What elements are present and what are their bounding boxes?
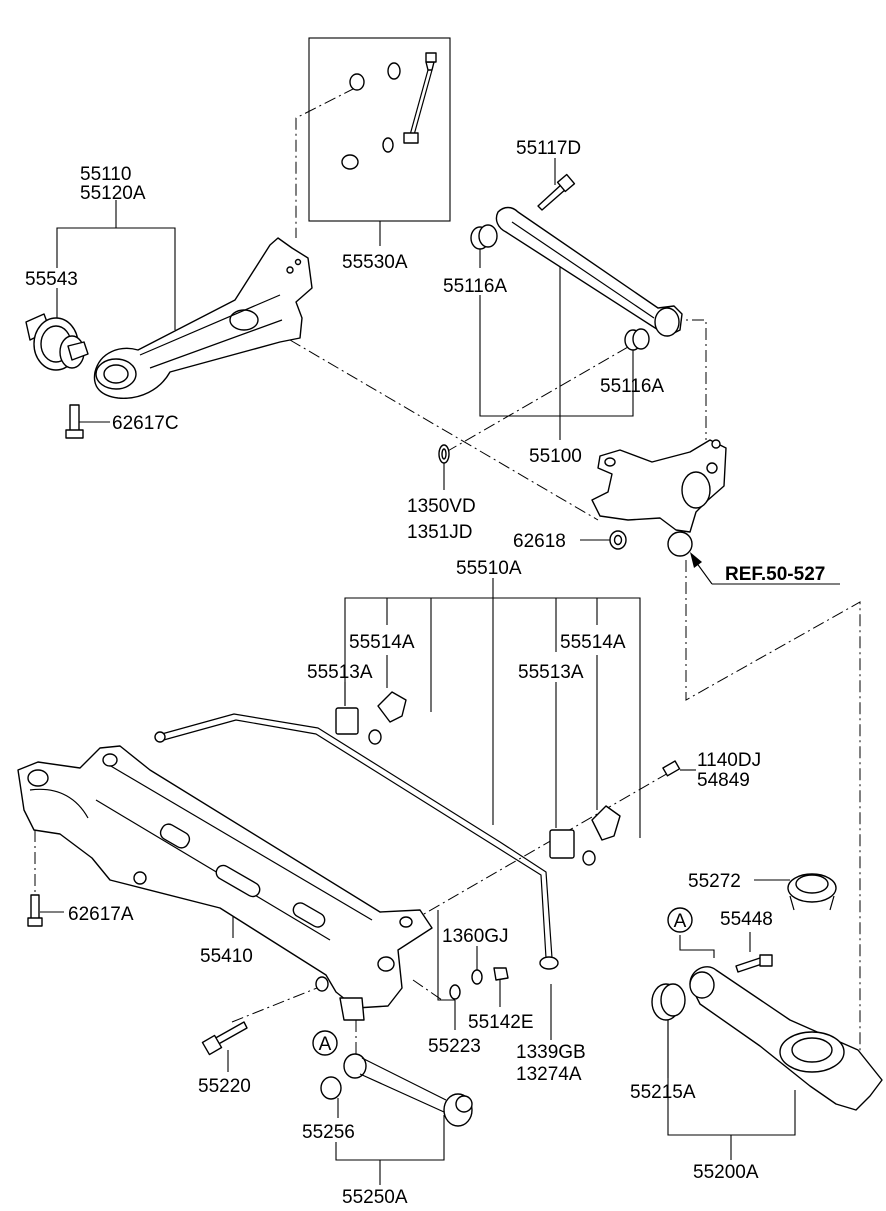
label-1140DJ: 1140DJ (697, 750, 761, 771)
label-55223: 55223 (428, 1036, 481, 1057)
trailing-arm (93, 237, 313, 399)
label-1351JD: 1351JD (407, 522, 473, 543)
circle-a-right-text: A (674, 911, 687, 932)
label-55410: 55410 (200, 946, 253, 967)
label-55510A: 55510A (456, 558, 522, 579)
circle-a-left-text: A (319, 1034, 332, 1055)
bushing-55543 (25, 313, 89, 371)
label-55514A-left: 55514A (349, 632, 415, 653)
label-55272: 55272 (688, 871, 741, 892)
washer-1350VD (438, 444, 450, 464)
label-1350VD: 1350VD (407, 496, 476, 517)
bolt-55220 (201, 1021, 248, 1056)
knuckle (591, 439, 727, 557)
bar-bushings (335, 691, 621, 866)
label-62617C: 62617C (112, 413, 179, 434)
bushings-55116A (470, 224, 650, 351)
label-55120A: 55120A (80, 183, 146, 204)
label-55543: 55543 (25, 269, 78, 290)
bolt-55448 (735, 954, 773, 973)
label-55250A: 55250A (342, 1187, 408, 1208)
label-55215A: 55215A (630, 1082, 696, 1103)
circle-a-left: A (312, 1030, 338, 1056)
part-number-labels: 55110 55120A 55543 62617C 55530A 55117D … (25, 138, 825, 1208)
label-55530A: 55530A (342, 252, 408, 273)
label-55513A-left: 55513A (307, 662, 373, 683)
label-55256: 55256 (302, 1122, 355, 1143)
label-55513A-right: 55513A (518, 662, 584, 683)
leader-lines (40, 37, 840, 1185)
label-55100: 55100 (529, 446, 582, 467)
circle-a-right: A (667, 907, 693, 933)
ref-arrow (690, 552, 713, 585)
label-55220: 55220 (198, 1076, 251, 1097)
stabilizer-bar (154, 713, 559, 970)
label-55142E: 55142E (468, 1012, 534, 1033)
crossmember (17, 745, 433, 1021)
label-54849: 54849 (697, 770, 750, 791)
bolt-62617A (27, 894, 43, 927)
lateral-arm (320, 1053, 473, 1127)
bolt-1140DJ (662, 760, 681, 777)
label-55117D: 55117D (516, 138, 581, 159)
label-55116A-top: 55116A (443, 276, 507, 297)
small-hardware (449, 967, 509, 1000)
bolt-62617C (65, 404, 84, 439)
stabilizer-link-kit (341, 52, 437, 170)
label-62618: 62618 (513, 531, 566, 552)
label-1360GJ: 1360GJ (442, 926, 509, 947)
label-55110: 55110 (80, 164, 131, 185)
nut-62618 (609, 530, 627, 550)
assembly-lines (34, 87, 861, 1082)
label-55116A-bottom: 55116A (600, 376, 664, 397)
bolt-55117D (537, 173, 576, 211)
label-ref-50-527: REF.50-527 (725, 564, 825, 585)
label-55514A-right: 55514A (560, 632, 626, 653)
label-55200A: 55200A (693, 1162, 759, 1183)
label-13274A: 13274A (516, 1064, 582, 1085)
label-55448: 55448 (720, 909, 773, 930)
lower-control-arm (651, 966, 883, 1111)
label-1339GB: 1339GB (516, 1042, 586, 1063)
spring-pad (787, 873, 837, 911)
label-62617A: 62617A (68, 904, 134, 925)
lower-arm-55100 (495, 206, 683, 337)
